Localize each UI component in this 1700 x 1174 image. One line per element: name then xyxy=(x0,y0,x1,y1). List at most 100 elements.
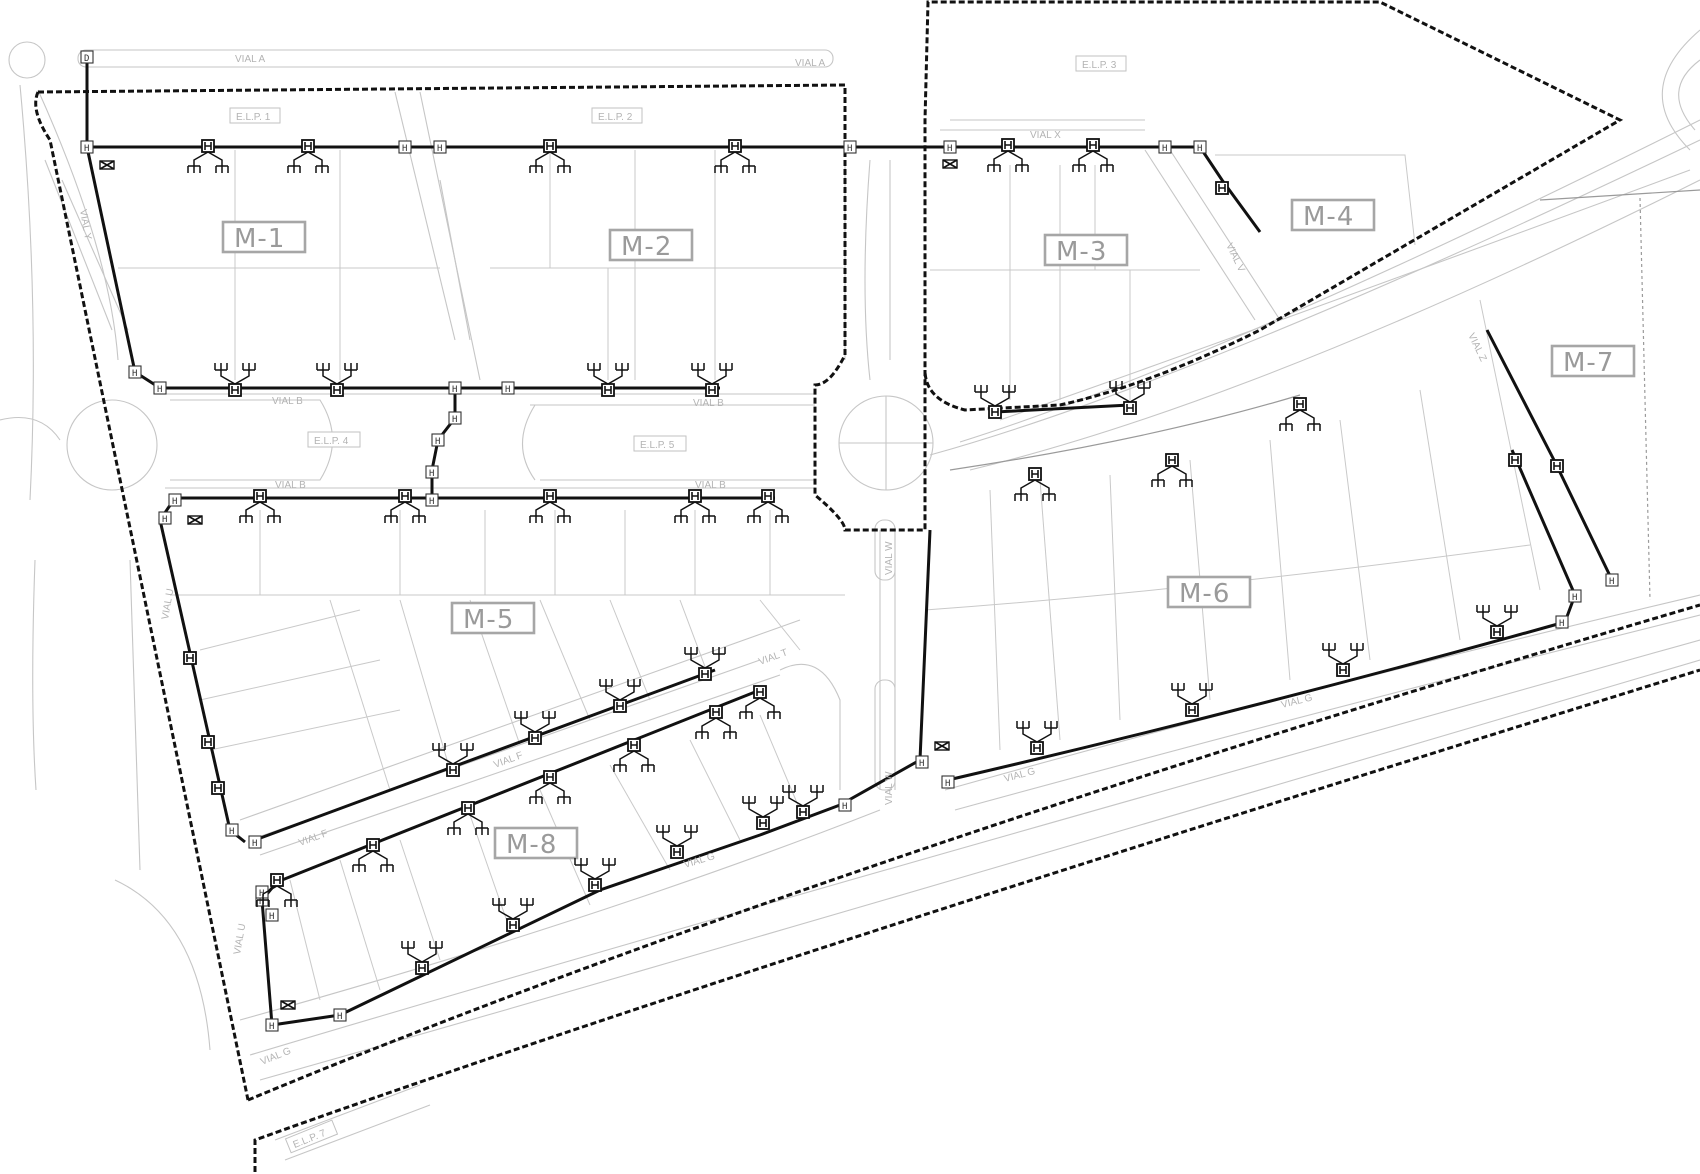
connection-fork-icon xyxy=(739,697,781,719)
network-node-label: H xyxy=(157,385,162,395)
connection-fork-icon xyxy=(1109,381,1151,403)
hydrant-cabinet-icon xyxy=(1322,643,1364,677)
network-node: H xyxy=(398,140,412,154)
road-label-vial-u: VIAL U xyxy=(160,588,176,621)
network-node-label: H xyxy=(252,839,257,849)
connection-fork-icon xyxy=(691,363,733,385)
source-node-label: D xyxy=(84,54,89,64)
network-node-label: H xyxy=(505,385,510,395)
hydrant-cabinet-icon xyxy=(239,489,281,523)
network-node: H xyxy=(943,140,957,154)
network-node-label: H xyxy=(402,144,407,154)
manzana-m4-label: M-4 xyxy=(1303,202,1354,232)
network-node: H xyxy=(425,493,439,507)
road-label-vial-f: VIAL F xyxy=(297,828,329,849)
hydrant-cabinet-icon xyxy=(529,770,571,804)
hydrant-cabinet-icon xyxy=(1014,467,1056,501)
connection-fork-icon xyxy=(514,711,556,733)
network-node-label: H xyxy=(172,497,177,507)
hydrant-cabinet-icon xyxy=(691,363,733,397)
valve-cross-icon xyxy=(934,741,950,751)
network-node-label: H xyxy=(269,1022,274,1032)
source-node: D xyxy=(80,50,94,64)
connection-fork-icon xyxy=(447,813,489,835)
hydrant-cabinet-icon xyxy=(613,738,655,772)
connection-fork-icon xyxy=(695,717,737,739)
manzana-m3-label: M-3 xyxy=(1056,237,1107,267)
manzana-m1-label: M-1 xyxy=(234,224,285,254)
road-label-vial-b: VIAL B xyxy=(693,398,724,409)
plan-boundary xyxy=(34,0,1700,1172)
connection-fork-icon xyxy=(1151,465,1193,487)
network-node: H xyxy=(168,493,182,507)
connection-fork-icon xyxy=(587,363,629,385)
connection-fork-icon xyxy=(316,363,358,385)
network-node-label: H xyxy=(435,437,440,447)
road-label-vial-g: VIAL G xyxy=(683,851,717,871)
hydrant-cabinet-icon xyxy=(1508,453,1522,467)
road-label-vial-v: VIAL V xyxy=(1223,241,1247,274)
valve-cross-icon xyxy=(280,1000,296,1010)
valve-cross-icon xyxy=(187,515,203,525)
hydrant-cabinet-icon xyxy=(529,139,571,173)
network-node-label: H xyxy=(919,759,924,769)
network-node: H xyxy=(248,835,262,849)
parcel-subdivisions xyxy=(118,150,1541,1001)
hydrant-cabinet-icon xyxy=(187,139,229,173)
network-node-label: H xyxy=(259,889,264,899)
road-label-vial-y: VIAL Y xyxy=(77,209,93,241)
network-node-label: H xyxy=(429,497,434,507)
network-node: H xyxy=(1605,573,1619,587)
network-node-label: H xyxy=(269,912,274,922)
manzana-m8-label: M-8 xyxy=(506,830,557,860)
hydrant-cabinet-icon xyxy=(1550,459,1564,473)
network-node: H xyxy=(265,1018,279,1032)
connection-fork-icon xyxy=(674,501,716,523)
hydrant-cabinet-icon xyxy=(714,139,756,173)
hydrant-cabinet-icon xyxy=(1279,397,1321,431)
hydrant-cabinet-icon xyxy=(587,363,629,397)
connection-fork-icon xyxy=(187,151,229,173)
hydrant-cabinet-icon xyxy=(529,489,571,523)
hydrant-cabinet-icon xyxy=(747,489,789,523)
network-node-label: H xyxy=(847,144,852,154)
hydrant-cabinet-icon xyxy=(974,385,1016,419)
connection-fork-icon xyxy=(1016,721,1058,743)
network-node: H xyxy=(1568,589,1582,603)
network-node: H xyxy=(225,823,239,837)
network-node: H xyxy=(265,908,279,922)
network-node: H xyxy=(425,465,439,479)
connection-fork-icon xyxy=(747,501,789,523)
network-node: H xyxy=(80,140,94,154)
connection-fork-icon xyxy=(974,385,1016,407)
hydrant-cabinet-icon xyxy=(656,825,698,859)
elp-labels: E.L.P. 1 E.L.P. 2 E.L.P. 3 E.L.P. 4 E.L.… xyxy=(229,55,1127,1154)
hydrant-cabinet-icon xyxy=(1016,721,1058,755)
connection-fork-icon xyxy=(1279,409,1321,431)
road-label-vial-x: VIAL X xyxy=(1030,130,1061,141)
hydrant-cabinet-icon xyxy=(183,651,197,665)
network-node-label: H xyxy=(429,469,434,479)
hydrant-cabinet-icon xyxy=(1171,683,1213,717)
road-label-vial-a: VIAL A xyxy=(795,58,826,69)
connection-symbols xyxy=(183,138,1564,975)
network-node: H xyxy=(1158,140,1172,154)
manzana-m5-label: M-5 xyxy=(463,605,514,635)
road-label-vial-w: VIAL W xyxy=(884,541,895,575)
network-node: H xyxy=(128,365,142,379)
network-node-label: H xyxy=(1162,144,1167,154)
network-node-label: H xyxy=(132,369,137,379)
connection-fork-icon xyxy=(492,898,534,920)
connection-fork-icon xyxy=(384,501,426,523)
network-node: H xyxy=(1193,140,1207,154)
network-node-label: H xyxy=(452,415,457,425)
connection-fork-icon xyxy=(742,796,784,818)
network-node: H xyxy=(153,381,167,395)
network-node: H xyxy=(158,511,172,525)
hydrant-cabinet-icon xyxy=(432,743,474,777)
connection-fork-icon xyxy=(214,363,256,385)
valve-crosses xyxy=(99,159,958,1010)
manzana-labels: M-1 M-2 M-3 M-4 M-5 M-6 M-7 M-8 xyxy=(221,198,1636,860)
network-node-label: H xyxy=(1609,577,1614,587)
hydrant-cabinet-icon xyxy=(739,685,781,719)
